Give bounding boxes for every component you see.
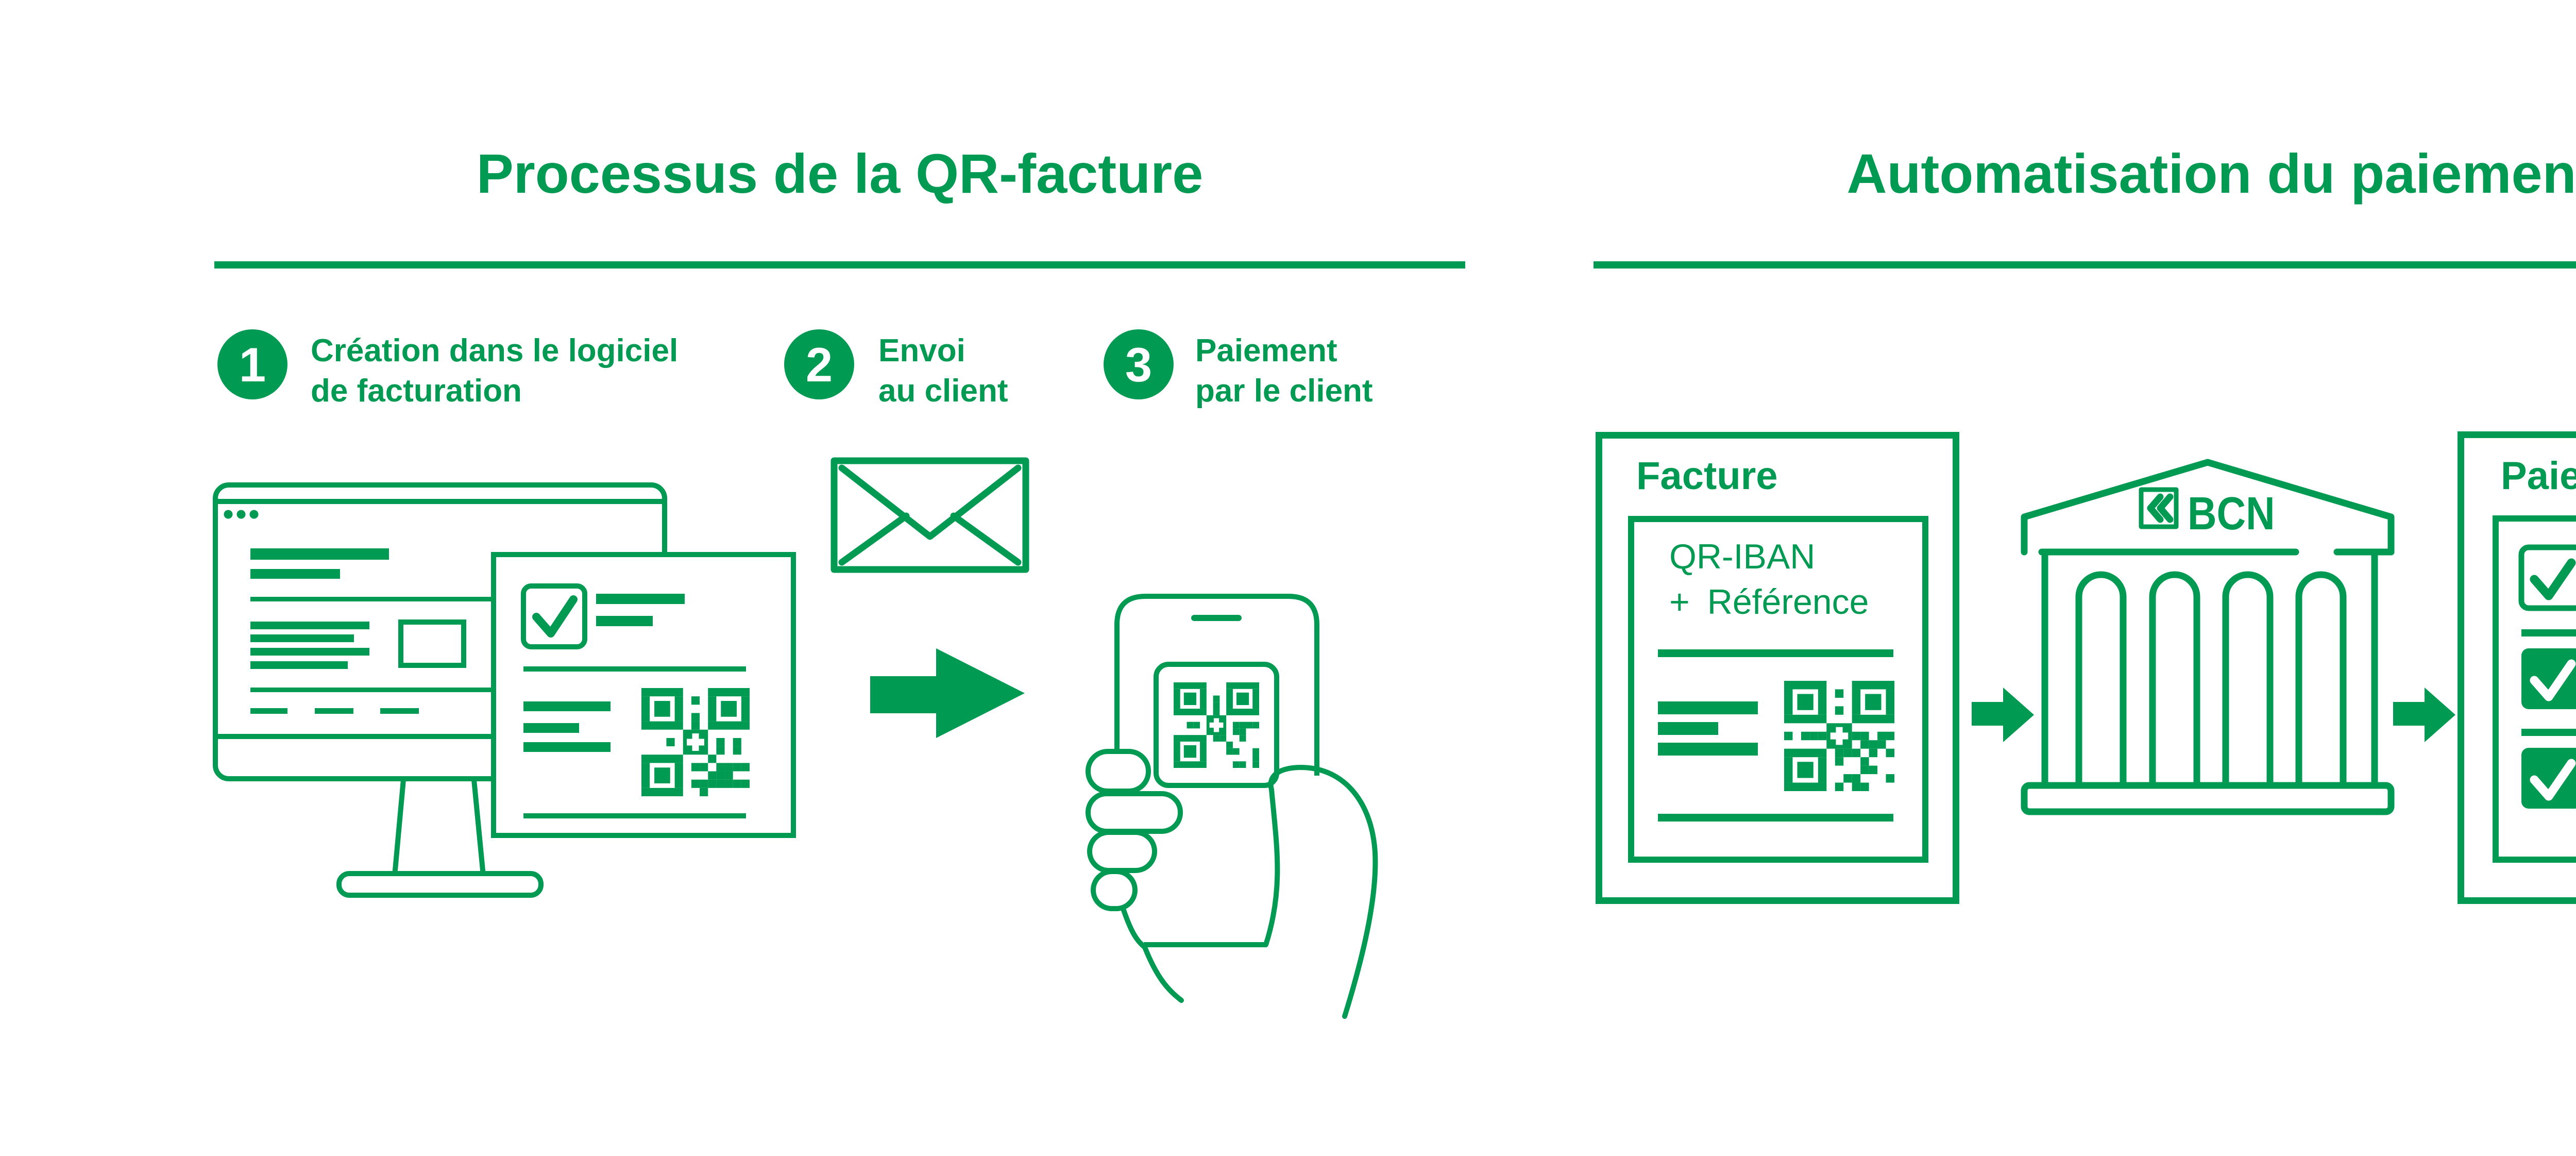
step-2-badge: 2 xyxy=(784,329,854,399)
monitor-text-bars xyxy=(217,548,494,739)
step-1-label: Création dans le logiciel de facturation xyxy=(311,331,678,411)
step-2-label-line2: au client xyxy=(878,373,1008,409)
automation-section-title: Automatisation du paiement xyxy=(1846,142,2576,205)
step-1-badge: 1 xyxy=(217,329,287,399)
invoice-checkbox-icon xyxy=(521,583,587,649)
hand-fingers xyxy=(1086,749,1183,911)
step-3-badge: 3 xyxy=(1104,329,1174,399)
paiement-card-inner xyxy=(2493,515,2576,863)
step-3-label-line1: Paiement xyxy=(1195,333,1337,368)
step-1-label-line1: Création dans le logiciel xyxy=(311,333,679,368)
invoice-document-icon xyxy=(491,552,796,838)
browser-dots-icon xyxy=(224,510,259,519)
bank-icon xyxy=(2021,459,2395,815)
process-section-title: Processus de la QR-facture xyxy=(476,142,1204,205)
bank-to-paiement-arrow-icon xyxy=(2393,688,2455,742)
step-2-label: Envoi au client xyxy=(878,331,1008,411)
process-arrow-icon xyxy=(870,648,1025,738)
invoice-checkmark-icon xyxy=(532,595,578,638)
facture-qr-code-icon xyxy=(1784,681,1894,791)
facture-qr-iban-text: QR-IBAN xyxy=(1669,537,1816,576)
paiement-checkmark-1-icon xyxy=(2530,558,2576,600)
paiement-checkbox-filled-icon xyxy=(2521,748,2576,809)
phone-qr-code-icon xyxy=(1174,682,1259,768)
facture-card-inner xyxy=(1628,516,1928,863)
paiement-card xyxy=(2458,431,2576,904)
bank-pediment xyxy=(2021,459,2395,556)
paiement-card-checklist xyxy=(2518,544,2576,809)
paiement-checkbox-filled-icon xyxy=(2521,648,2576,709)
paiement-checkmark-3-icon xyxy=(2530,759,2576,801)
facture-card-bars xyxy=(1658,649,1893,822)
paiement-bars xyxy=(2521,629,2576,736)
step-3-label: Paiement par le client xyxy=(1195,331,1373,411)
bank-logo-chevrons-icon xyxy=(2139,487,2179,529)
envelope-icon xyxy=(831,457,1029,573)
bank-logo-text: BCN xyxy=(2188,488,2275,540)
facture-card-title: Facture xyxy=(1636,454,1778,498)
paiement-checkbox-outline-icon xyxy=(2518,544,2576,611)
facture-to-bank-arrow-icon xyxy=(1972,688,2034,742)
phone-body xyxy=(1114,594,1319,776)
step-1-label-line2: de facturation xyxy=(311,373,522,409)
bank-columns xyxy=(2075,571,2347,791)
facture-reference-text: + Référence xyxy=(1669,582,1869,622)
monitor-stand xyxy=(336,777,544,898)
paiement-card-title: Paiement xyxy=(2501,454,2576,498)
step-2-label-line1: Envoi xyxy=(878,333,965,368)
hand-thumb-and-wrist xyxy=(1121,765,1378,1019)
invoice-qr-code-icon xyxy=(641,688,750,796)
automation-title-rule xyxy=(1594,261,2576,269)
step-3-label-line2: par le client xyxy=(1195,373,1373,409)
monitor-image-placeholder xyxy=(398,619,466,668)
process-title-rule xyxy=(214,261,1465,269)
phone-in-hand-icon xyxy=(1086,594,1378,1019)
paiement-checkmark-2-icon xyxy=(2530,659,2576,701)
invoice-text-bars xyxy=(523,594,746,818)
bank-base xyxy=(2021,782,2395,815)
facture-card xyxy=(1596,432,1959,904)
